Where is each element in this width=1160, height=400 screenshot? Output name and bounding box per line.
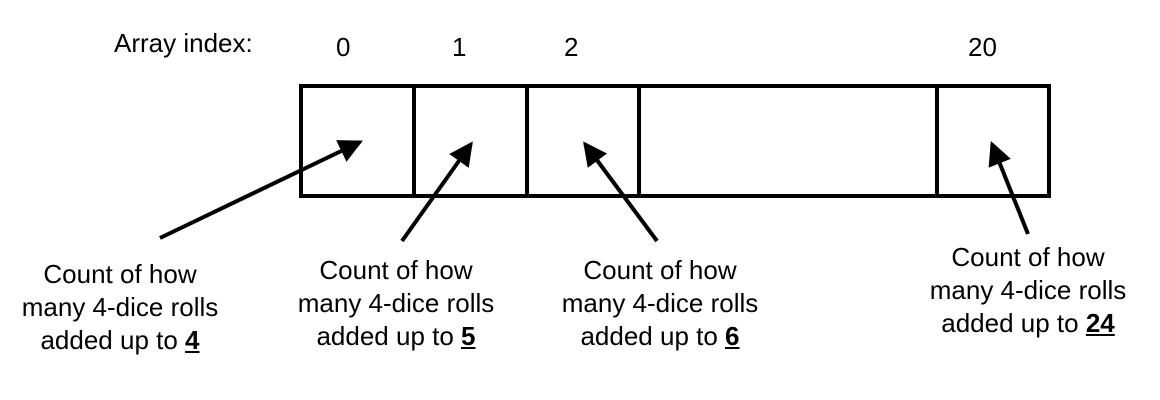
caption-prefix: added up to bbox=[580, 321, 726, 351]
arrow-to-cell-1 bbox=[400, 141, 473, 243]
caption-line-1: Count of how bbox=[43, 259, 197, 289]
caption-line-1: Count of how bbox=[319, 255, 473, 285]
arrow-to-cell-2 bbox=[583, 141, 659, 243]
index-0: 0 bbox=[336, 32, 351, 62]
caption-cell-2: Count of how many 4-dice rolls added up … bbox=[540, 254, 780, 353]
caption-cell-20: Count of how many 4-dice rolls added up … bbox=[908, 241, 1148, 340]
caption-line-3: added up to 4 bbox=[0, 324, 240, 357]
caption-value: 5 bbox=[461, 321, 476, 351]
caption-cell-0: Count of how many 4-dice rolls added up … bbox=[0, 258, 240, 357]
arrow-to-cell-20 bbox=[988, 141, 1030, 235]
index-1: 1 bbox=[452, 32, 467, 62]
caption-line-2: many 4-dice rolls bbox=[561, 288, 759, 318]
index-2: 2 bbox=[564, 32, 579, 62]
caption-line-3: added up to 24 bbox=[908, 307, 1148, 340]
caption-line-2: many 4-dice rolls bbox=[21, 292, 219, 322]
caption-prefix: added up to bbox=[316, 321, 462, 351]
caption-line-3: added up to 6 bbox=[540, 320, 780, 353]
caption-cell-1: Count of how many 4-dice rolls added up … bbox=[276, 254, 516, 353]
index-20: 20 bbox=[968, 32, 997, 62]
caption-value: 4 bbox=[185, 325, 200, 355]
caption-prefix: added up to bbox=[40, 325, 186, 355]
caption-line-3: added up to 5 bbox=[276, 320, 516, 353]
caption-line-2: many 4-dice rolls bbox=[929, 275, 1127, 305]
caption-value: 6 bbox=[725, 321, 740, 351]
arrow-to-cell-0 bbox=[159, 140, 363, 240]
array-cell-gap bbox=[637, 84, 939, 198]
caption-line-2: many 4-dice rolls bbox=[297, 288, 495, 318]
array-cell-20 bbox=[935, 84, 1051, 198]
caption-prefix: added up to bbox=[941, 308, 1086, 338]
caption-value: 24 bbox=[1085, 308, 1115, 338]
caption-line-1: Count of how bbox=[951, 242, 1105, 272]
array-index-label: Array index: bbox=[114, 28, 253, 58]
array-cell-2 bbox=[525, 84, 641, 198]
caption-line-1: Count of how bbox=[583, 255, 737, 285]
array-cell-1 bbox=[412, 84, 529, 198]
